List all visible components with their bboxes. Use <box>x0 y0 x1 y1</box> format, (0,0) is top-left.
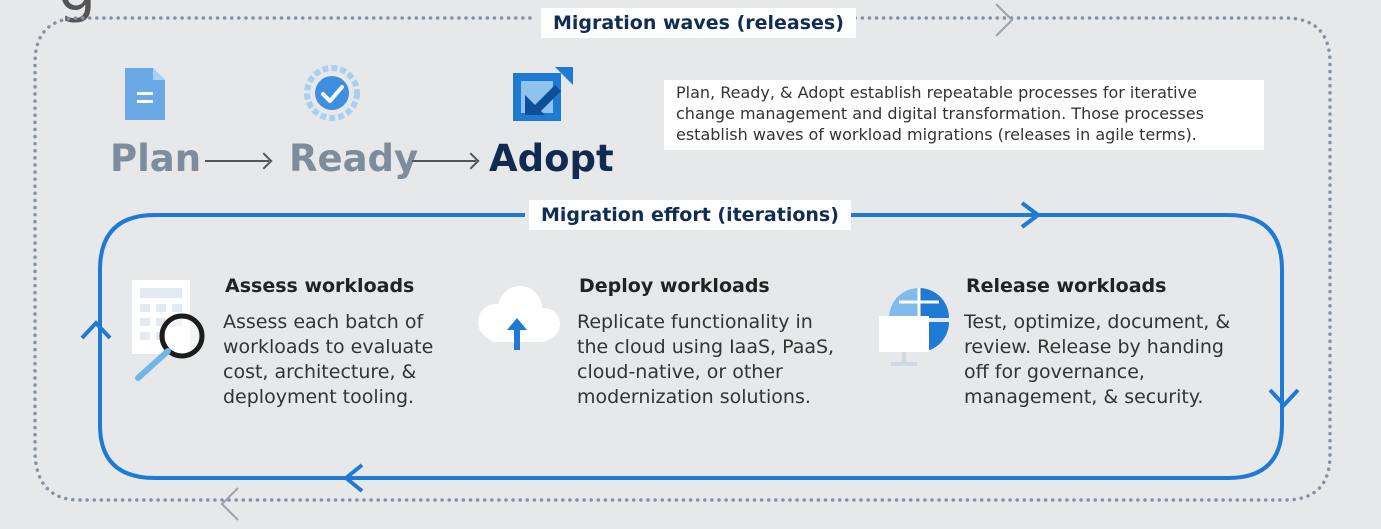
deploy-line-1: Replicate functionality in <box>577 311 813 333</box>
assess-workloads-description: Assess each batch of workloads to evalua… <box>223 310 523 410</box>
release-line-1: Test, optimize, document, & <box>964 311 1231 333</box>
effort-label: Migration effort (iterations) <box>529 200 851 230</box>
cropped-heading-glyph: g <box>58 0 96 20</box>
ready-to-adopt-arrow <box>412 160 476 162</box>
checkmark-gear-icon <box>304 65 360 121</box>
deploy-workloads-description: Replicate functionality in the cloud usi… <box>577 310 907 410</box>
waves-label: Migration waves (releases) <box>541 8 856 38</box>
assess-line-4: deployment tooling. <box>223 386 415 408</box>
effort-down-chevron <box>1268 388 1300 408</box>
release-workloads-title: Release workloads <box>966 275 1167 297</box>
assess-line-3: cost, architecture, & <box>223 361 417 383</box>
waves-back-chevron <box>220 487 239 521</box>
release-line-2: review. Release by handing <box>964 336 1224 358</box>
cloud-upload-icon <box>478 286 560 350</box>
assess-workloads-title: Assess workloads <box>225 275 415 297</box>
phase-adopt-label: Adopt <box>489 137 614 180</box>
checkbox-arrow-icon <box>513 67 573 121</box>
assess-line-2: workloads to evaluate <box>223 336 434 358</box>
deploy-line-4: modernization solutions. <box>577 386 811 408</box>
intro-description: Plan, Ready, & Adopt establish repeatabl… <box>664 80 1264 150</box>
assess-line-1: Assess each batch of <box>223 311 424 333</box>
effort-back-chevron <box>344 463 364 493</box>
plan-to-ready-arrow <box>205 160 269 162</box>
deploy-line-3: cloud-native, or other <box>577 361 783 383</box>
document-icon <box>125 68 165 120</box>
deploy-line-2: the cloud using IaaS, PaaS, <box>577 336 835 358</box>
release-line-4: management, & security. <box>964 386 1204 408</box>
effort-forward-chevron <box>1020 201 1040 229</box>
globe-monitor-icon <box>879 288 949 366</box>
phase-ready-label: Ready <box>289 137 419 180</box>
waves-dotted-loop <box>33 16 1332 502</box>
release-line-3: off for governance, <box>964 361 1145 383</box>
deploy-workloads-title: Deploy workloads <box>579 275 770 297</box>
calculator-magnifier-icon <box>132 280 205 381</box>
phase-plan-label: Plan <box>110 137 202 180</box>
release-workloads-description: Test, optimize, document, & review. Rele… <box>964 310 1284 410</box>
effort-solid-loop <box>98 213 1284 480</box>
effort-up-chevron <box>80 320 112 340</box>
waves-forward-chevron <box>995 3 1014 37</box>
